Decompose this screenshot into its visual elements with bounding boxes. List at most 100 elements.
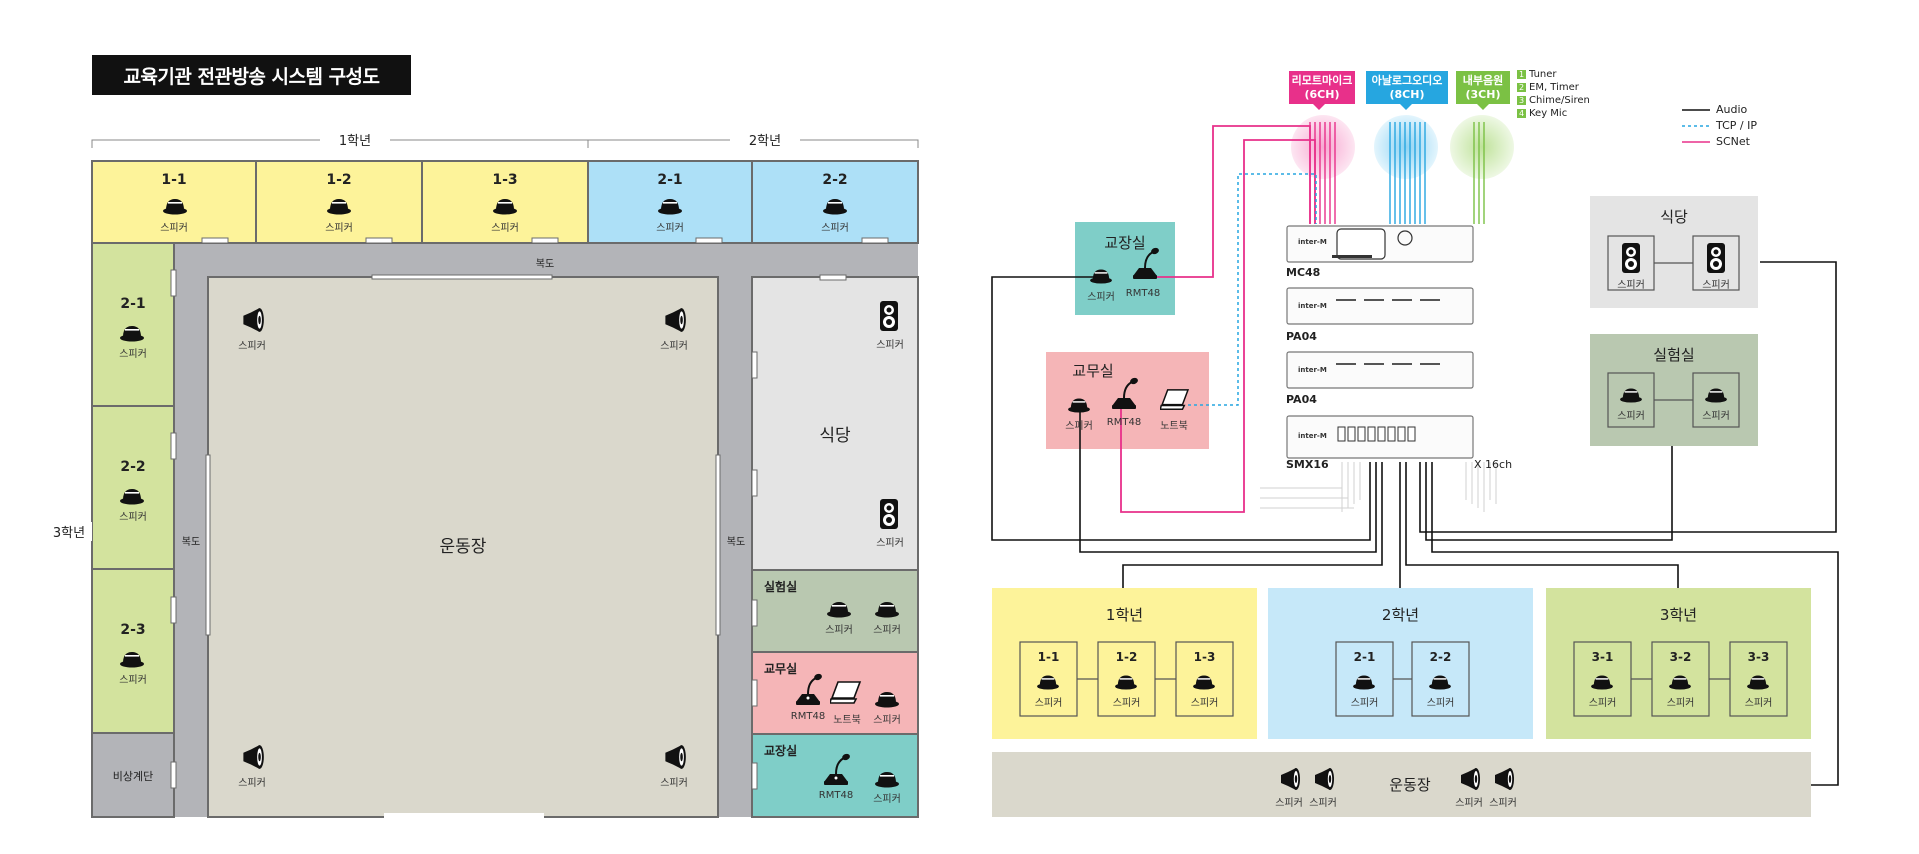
grade2-bracket-label: 2학년 <box>730 130 800 149</box>
svg-text:inter-M: inter-M <box>1298 366 1327 374</box>
room-label: 2-1 <box>1353 650 1376 664</box>
speaker-label: 스피커 <box>1617 280 1645 291</box>
grade3-bracket-label: 3학년 <box>46 522 92 541</box>
item-label: Key Mic <box>1529 108 1568 119</box>
source-channels: (6CH) <box>1304 88 1340 101</box>
analog-audio-source-badge: 아날로그오디오 (8CH) <box>1366 71 1448 104</box>
speaker-label: 스피커 <box>1112 698 1141 709</box>
laptop-label: 노트북 <box>1160 421 1188 432</box>
speaker-label: 스피커 <box>1588 698 1617 709</box>
item-number: 4 <box>1517 109 1526 118</box>
speaker-label: 스피커 <box>160 223 188 234</box>
speaker-label: 스피커 <box>873 625 901 636</box>
speaker-label: 스피커 <box>119 349 147 360</box>
speaker-label: 스피커 <box>1190 698 1219 709</box>
speaker-label: 스피커 <box>1309 798 1337 809</box>
pa04-device: inter-M <box>1286 351 1474 389</box>
speaker-label: 스피커 <box>1489 798 1517 809</box>
speaker-label: 스피커 <box>1275 798 1303 809</box>
legend-tcpip-label: TCP / IP <box>1716 119 1757 132</box>
device-label: PA04 <box>1286 330 1317 343</box>
speaker-label: 스피커 <box>1666 698 1695 709</box>
corridor-label: 복도 <box>535 259 555 270</box>
svg-text:inter-M: inter-M <box>1298 302 1327 310</box>
pa04-device: inter-M <box>1286 287 1474 325</box>
principal-room-label: 교장실 <box>764 744 798 758</box>
rmt-label: RMT48 <box>1106 417 1142 428</box>
speaker-label: 스피커 <box>325 223 353 234</box>
speaker-label: 스피커 <box>1455 798 1483 809</box>
box-speaker-icon <box>880 499 898 529</box>
room-label: 1-2 <box>1115 650 1138 664</box>
speaker-label: 스피커 <box>238 778 266 789</box>
room-label: 2-1 <box>120 296 146 312</box>
emergency-stairs-label: 비상계단 <box>112 770 154 783</box>
mc48-device: inter-M <box>1286 225 1474 263</box>
room-label: 3-1 <box>1591 650 1614 664</box>
internal-source-badge: 내부음원 (3CH) <box>1456 71 1510 104</box>
speaker-label: 스피커 <box>1087 292 1115 303</box>
speaker-label: 스피커 <box>1350 698 1379 709</box>
corridor-label: 복도 <box>726 537 746 548</box>
room-label: 2-2 <box>120 459 146 475</box>
lab-title: 실험실 <box>1653 346 1695 364</box>
source-label: 내부음원 <box>1462 74 1504 87</box>
device-label: MC48 <box>1286 266 1321 279</box>
item-number: 1 <box>1517 70 1526 79</box>
speaker-label: 스피커 <box>660 341 688 352</box>
badge-pointer <box>1477 104 1489 110</box>
svg-text:inter-M: inter-M <box>1298 432 1327 440</box>
channel-count-label: X 16ch <box>1474 458 1513 471</box>
lab-label: 실험실 <box>764 580 798 594</box>
room-label: 2-2 <box>822 172 848 188</box>
rmt-label: RMT48 <box>818 790 854 801</box>
speaker-label: 스피커 <box>119 512 147 523</box>
speaker-label: 스피커 <box>1034 698 1063 709</box>
box-speaker-icon <box>1622 243 1640 273</box>
cafeteria-title: 식당 <box>1660 208 1688 226</box>
remote-mic-source-badge: 리모트마이크 (6CH) <box>1289 71 1355 104</box>
item-label: Chime/Siren <box>1529 95 1590 106</box>
speaker-label: 스피커 <box>873 794 901 805</box>
page-title: 교육기관 전관방송 시스템 구성도 <box>92 55 411 95</box>
staff-room-label: 교무실 <box>764 662 798 676</box>
speaker-label: 스피커 <box>873 715 901 726</box>
badge-pointer <box>1313 104 1325 110</box>
room-label: 1-3 <box>492 172 518 188</box>
source-label: 아날로그오디오 <box>1371 74 1443 87</box>
room-label: 2-3 <box>120 622 146 638</box>
device-label: PA04 <box>1286 393 1317 406</box>
badge-pointer <box>1400 104 1412 110</box>
speaker-label: 스피커 <box>119 675 147 686</box>
speaker-label: 스피커 <box>1744 698 1773 709</box>
gym-label: 운동장 <box>439 537 487 557</box>
rmt-label: RMT48 <box>790 711 826 722</box>
grade-title: 3학년 <box>1659 606 1698 624</box>
item-number: 2 <box>1517 83 1526 92</box>
gym-title: 운동장 <box>1389 776 1431 794</box>
floor-plan <box>91 139 919 819</box>
speaker-label: 스피커 <box>1702 280 1730 291</box>
legend-audio-label: Audio <box>1716 103 1748 116</box>
grade-title: 2학년 <box>1381 606 1420 624</box>
speaker-label: 스피커 <box>1065 421 1093 432</box>
speaker-label: 스피커 <box>825 625 853 636</box>
smx16-device: inter-M <box>1286 415 1474 459</box>
speaker-label: 스피커 <box>656 223 684 234</box>
source-label: 리모트마이크 <box>1291 74 1353 87</box>
item-number: 3 <box>1517 96 1526 105</box>
item-label: Tuner <box>1529 69 1557 80</box>
device-label: SMX16 <box>1286 458 1329 471</box>
svg-text:inter-M: inter-M <box>1298 238 1327 246</box>
room-label: 1-1 <box>161 172 187 188</box>
rmt-label: RMT48 <box>1125 288 1161 299</box>
speaker-label: 스피커 <box>876 538 904 549</box>
speaker-label: 스피커 <box>876 340 904 351</box>
cafeteria-label: 식당 <box>819 426 851 446</box>
room-label: 1-1 <box>1037 650 1060 664</box>
speaker-label: 스피커 <box>821 223 849 234</box>
